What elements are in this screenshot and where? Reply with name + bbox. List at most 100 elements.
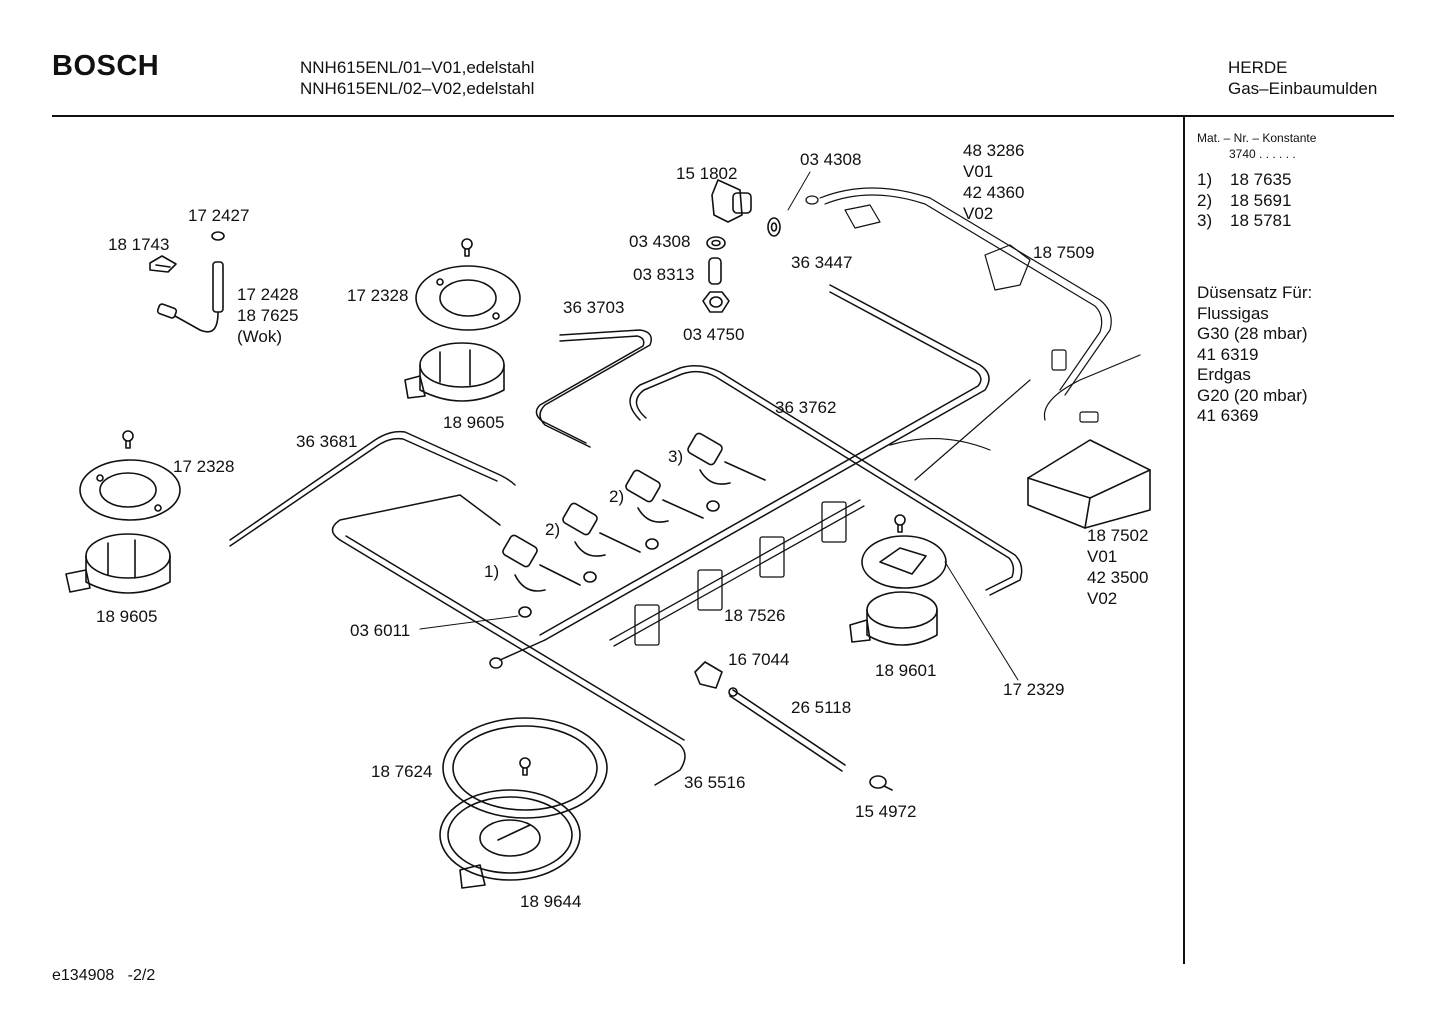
wok-igniter-electrode bbox=[156, 231, 225, 333]
part-label: 16 7044 bbox=[728, 650, 790, 669]
part-label: 18 9605 bbox=[443, 413, 505, 432]
washer-icon bbox=[706, 217, 781, 250]
model-line-2: NNH615ENL/02–V02,edelstahl bbox=[300, 79, 535, 98]
category-subtitle: Gas–Einbaumulden bbox=[1228, 79, 1378, 98]
part-label: 18 9601 bbox=[875, 661, 937, 680]
part-label: 42 4360 bbox=[963, 183, 1025, 202]
gas-pipe-363703 bbox=[535, 329, 652, 448]
category-title: HERDE bbox=[1228, 58, 1288, 77]
igniter-rod-265118 bbox=[728, 687, 846, 772]
variant-label: V01 bbox=[1087, 547, 1118, 566]
clip-part bbox=[149, 255, 177, 273]
ignition-switch-strip bbox=[609, 499, 865, 647]
gas-pipe-363447 bbox=[539, 284, 990, 641]
part-label: 03 4308 bbox=[629, 232, 691, 251]
brand-logo: BOSCH bbox=[52, 50, 160, 82]
gas-valve-2a bbox=[562, 502, 641, 557]
part-label: 03 6011 bbox=[350, 621, 411, 640]
variant-label: V01 bbox=[963, 162, 994, 181]
part-label: 18 7502 bbox=[1087, 526, 1149, 545]
footer: e134908 -2/2 bbox=[52, 967, 155, 985]
mat-prefix: 3740 . . . . . . bbox=[1229, 147, 1296, 161]
nozzle-pressure: G30 (28 mbar) bbox=[1197, 324, 1308, 343]
washer-icon bbox=[518, 500, 720, 618]
model-line-1: NNH615ENL/01–V01,edelstahl bbox=[300, 58, 535, 77]
part-label: 03 4750 bbox=[683, 325, 745, 344]
fitting-elbow-151802 bbox=[711, 179, 752, 223]
part-label: 18 7625 bbox=[237, 306, 299, 325]
part-label: 18 7526 bbox=[724, 606, 786, 625]
part-label: 18 9644 bbox=[520, 892, 582, 911]
gas-pipe-365516 bbox=[331, 494, 686, 786]
screw-icon bbox=[461, 238, 473, 257]
gas-valve-3 bbox=[687, 432, 766, 485]
part-label: 36 3447 bbox=[791, 253, 853, 272]
nozzle-gas-type: Erdgas bbox=[1197, 365, 1251, 384]
variant-label: V02 bbox=[963, 204, 994, 223]
nozzle-part: 41 6369 bbox=[1197, 406, 1259, 425]
screw-icon bbox=[519, 757, 531, 776]
nozzle-set-info: Düsensatz Für: Flussigas G30 (28 mbar) 4… bbox=[1197, 283, 1312, 427]
wiring-harness bbox=[805, 187, 1141, 481]
burner-housing-upper bbox=[404, 342, 505, 402]
variant-marker: 3) bbox=[668, 447, 684, 466]
part-label: 17 2427 bbox=[188, 206, 250, 225]
leader-lines bbox=[419, 171, 1019, 681]
nut-034750 bbox=[702, 291, 730, 313]
burner-housing-right bbox=[849, 591, 938, 646]
gas-pipe-363762 bbox=[629, 365, 1023, 596]
part-label-note: (Wok) bbox=[237, 327, 283, 346]
part-label: 36 5516 bbox=[684, 773, 746, 792]
burner-seal-ring-upper bbox=[415, 265, 521, 331]
part-label: 36 3762 bbox=[775, 398, 837, 417]
part-label: 18 7624 bbox=[371, 762, 433, 781]
part-label: 36 3681 bbox=[296, 432, 358, 451]
header-divider bbox=[52, 115, 1394, 117]
part-label: 15 4972 bbox=[855, 802, 917, 821]
part-label: 18 1743 bbox=[108, 235, 170, 254]
part-label: 03 8313 bbox=[633, 265, 695, 284]
mat-title: Mat. – Nr. – Konstante bbox=[1197, 131, 1317, 145]
sidebar-divider bbox=[1183, 116, 1185, 964]
cap-167044 bbox=[694, 661, 723, 689]
part-label: 18 7509 bbox=[1033, 243, 1095, 262]
burner-housing-large bbox=[439, 789, 581, 889]
variant-item: 2)18 5691 bbox=[1197, 190, 1292, 210]
variant-label: V02 bbox=[1087, 589, 1118, 608]
nozzle-heading: Düsensatz Für: bbox=[1197, 283, 1313, 302]
part-label: 42 3500 bbox=[1087, 568, 1149, 587]
ignition-module bbox=[1027, 439, 1151, 529]
variant-list: 1)18 7635 2)18 5691 3)18 5781 bbox=[1197, 170, 1291, 232]
nozzle-gas-type: Flussigas bbox=[1197, 303, 1269, 323]
gas-valve-1 bbox=[502, 534, 581, 592]
part-label: 26 5118 bbox=[791, 698, 852, 717]
variant-item: 3)18 5781 bbox=[1197, 211, 1292, 230]
variant-item: 1)18 7635 bbox=[1197, 170, 1292, 189]
nozzle-pressure: G20 (20 mbar) bbox=[1197, 385, 1308, 405]
document-id: e134908 bbox=[52, 967, 115, 984]
burner-seal-ring-right bbox=[861, 535, 947, 589]
part-label: 17 2329 bbox=[1003, 680, 1065, 699]
screw-icon bbox=[894, 514, 906, 533]
part-label: 03 4308 bbox=[800, 150, 862, 169]
variant-marker: 1) bbox=[484, 562, 500, 581]
nozzle-part: 41 6319 bbox=[1197, 344, 1259, 364]
part-label: 15 1802 bbox=[676, 164, 738, 183]
variant-marker: 2) bbox=[545, 520, 561, 539]
gas-pipe-363681 bbox=[229, 430, 516, 547]
nozzle-038313 bbox=[708, 257, 722, 285]
part-label: 17 2428 bbox=[237, 285, 299, 304]
page-number: -2/2 bbox=[127, 967, 156, 984]
part-label: 17 2328 bbox=[173, 457, 235, 476]
gas-valve-2b bbox=[625, 469, 704, 523]
part-label: 36 3703 bbox=[563, 298, 625, 317]
screw-icon bbox=[122, 430, 134, 449]
burner-seal-ring-left bbox=[79, 459, 181, 521]
plug-154972 bbox=[869, 775, 893, 791]
part-label: 18 9605 bbox=[96, 607, 158, 626]
part-label: 17 2328 bbox=[347, 286, 409, 305]
variant-marker: 2) bbox=[609, 487, 625, 506]
burner-housing-left bbox=[65, 533, 171, 594]
burner-seal-ring-large bbox=[442, 717, 608, 819]
